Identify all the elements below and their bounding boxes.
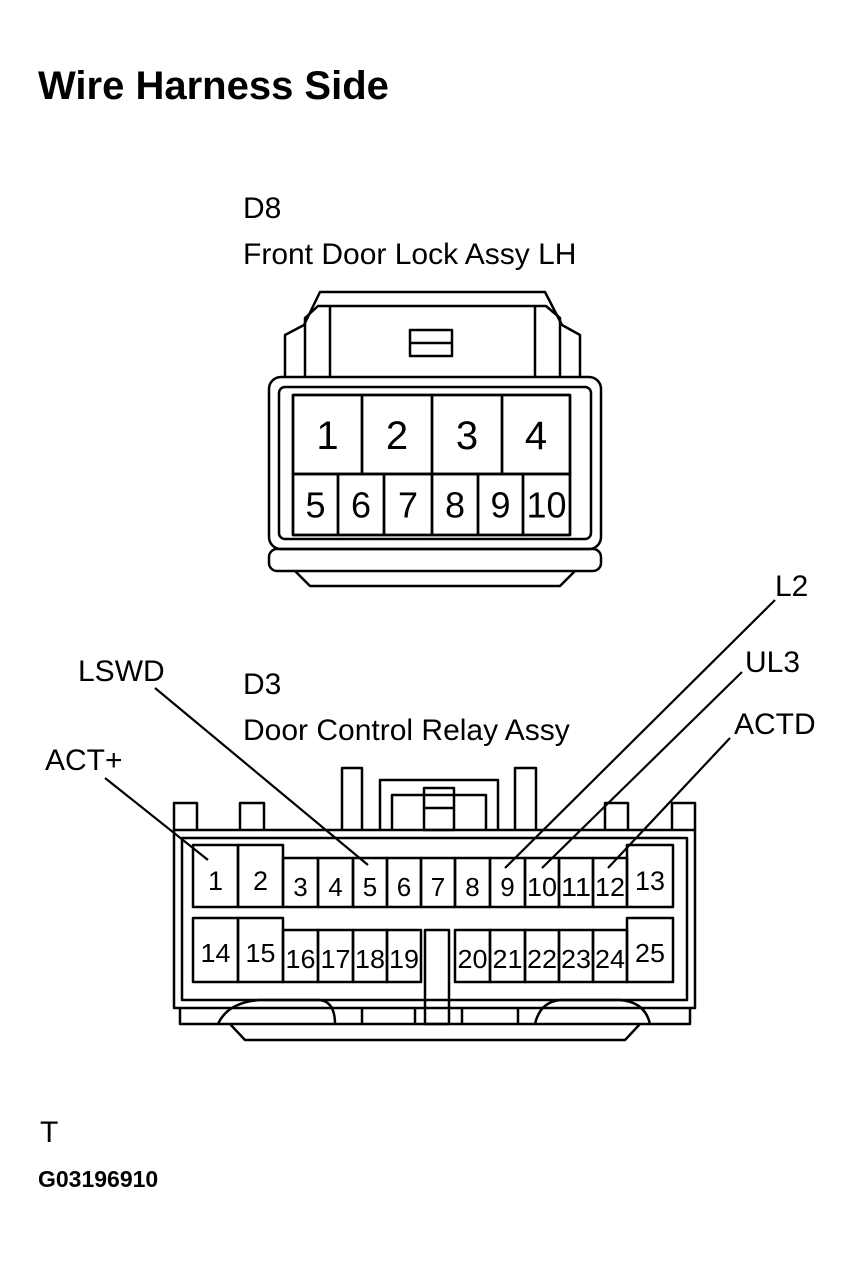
d3-pin-5: 5 xyxy=(363,872,377,902)
callout-leaders xyxy=(104,599,776,869)
d3-pin-6: 6 xyxy=(397,872,411,902)
d8-pin-9: 9 xyxy=(490,484,510,525)
d8-pin-4: 4 xyxy=(525,414,547,458)
d3-pin-2: 2 xyxy=(253,866,268,896)
d8-pin-6: 6 xyxy=(351,484,371,525)
footer-mark: T xyxy=(40,1116,59,1149)
callout-act-plus: ACT+ xyxy=(45,744,123,777)
callout-ul3: UL3 xyxy=(745,646,801,679)
callout-lswd: LSWD xyxy=(78,655,165,688)
d3-pin-19: 19 xyxy=(389,944,419,974)
connector-d3-code: D3 xyxy=(243,668,282,701)
callout-actd: ACTD xyxy=(734,708,816,741)
d3-pin-7: 7 xyxy=(431,872,445,902)
d3-pin-17: 17 xyxy=(321,944,351,974)
leader-ul3 xyxy=(541,671,743,869)
d8-cell-10 xyxy=(521,472,572,537)
figure-id: G03196910 xyxy=(38,1166,159,1192)
d3-pin-15: 15 xyxy=(246,938,276,968)
leader-actd xyxy=(607,737,731,869)
d3-pin-9: 9 xyxy=(500,872,514,902)
d3-pin-13: 13 xyxy=(635,866,665,896)
d3-pin-11: 11 xyxy=(561,872,591,902)
connector-d8-name: Front Door Lock Assy LH xyxy=(243,238,577,271)
d3-cell-13 xyxy=(625,843,675,909)
connector-d3-body xyxy=(172,766,697,1042)
d3-cell-25 xyxy=(625,916,675,984)
d8-pin-7: 7 xyxy=(398,484,418,525)
d3-pin-12: 12 xyxy=(595,872,625,902)
d8-pin-10: 10 xyxy=(526,484,566,525)
d8-pin-2: 2 xyxy=(386,414,408,458)
d3-pin-14: 14 xyxy=(201,938,231,968)
d3-pin-21: 21 xyxy=(493,944,523,974)
d3-pin-18: 18 xyxy=(355,944,385,974)
d3-pin-10: 10 xyxy=(527,872,557,902)
d3-pin-4: 4 xyxy=(328,872,342,902)
d3-cell-19 xyxy=(385,928,423,984)
leader-lswd xyxy=(154,687,369,866)
d8-pin-1: 1 xyxy=(316,414,338,458)
d3-pin-3: 3 xyxy=(293,872,307,902)
d3-pin-16: 16 xyxy=(286,944,316,974)
leader-l2 xyxy=(504,599,776,869)
d8-pin-8: 8 xyxy=(445,484,465,525)
d3-pin-25: 25 xyxy=(635,938,665,968)
connector-d8-top-row: 1 2 3 4 xyxy=(291,393,572,476)
page-title: Wire Harness Side xyxy=(38,64,389,108)
connector-d3-name: Door Control Relay Assy xyxy=(243,714,570,747)
d8-pin-3: 3 xyxy=(456,414,478,458)
d3-pin-20: 20 xyxy=(458,944,488,974)
leader-act-plus xyxy=(104,777,209,861)
d8-pin-5: 5 xyxy=(305,484,325,525)
callout-l2: L2 xyxy=(775,570,809,603)
d3-pin-22: 22 xyxy=(527,944,557,974)
d3-pin-23: 23 xyxy=(561,944,591,974)
d3-pin-24: 24 xyxy=(595,944,625,974)
d3-pin-8: 8 xyxy=(465,872,479,902)
d3-pin-1: 1 xyxy=(208,866,223,896)
connector-d8-code: D8 xyxy=(243,192,282,225)
